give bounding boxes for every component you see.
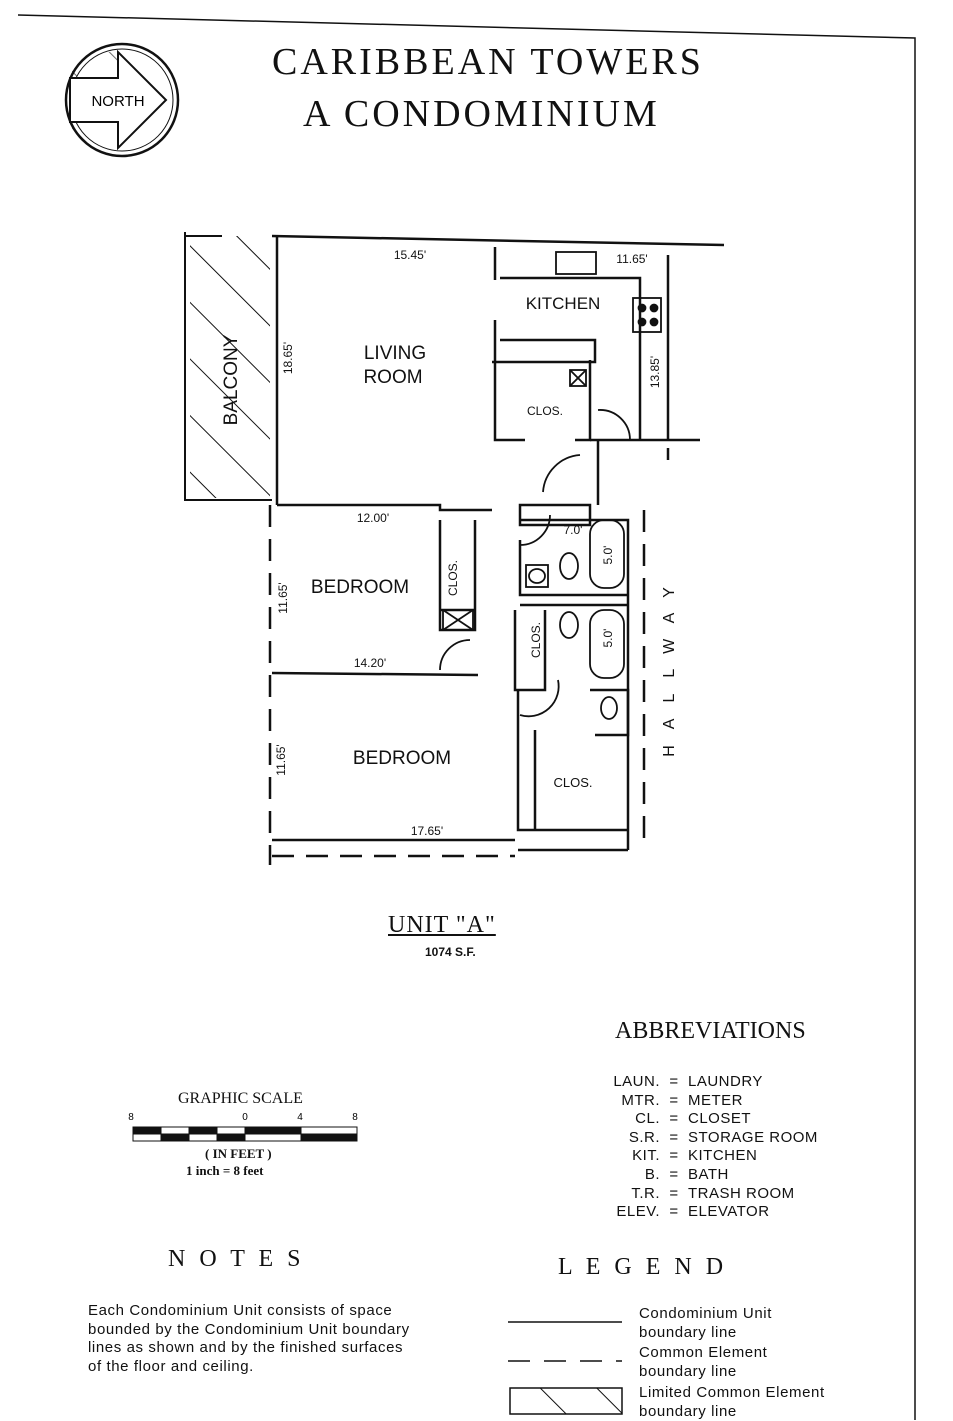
abbr: S.R. xyxy=(628,1128,660,1146)
balcony-label: BALCONY xyxy=(221,334,242,425)
dim-tub-2: 5.0' xyxy=(601,629,615,648)
abbreviations-list: LAUN.=LAUNDRY MTR.=METER CL.=CLOSET S.R.… xyxy=(600,1073,818,1222)
dim-bed1-top: 12.00' xyxy=(357,511,389,525)
dim-bed2-depth: 11.65' xyxy=(274,744,288,775)
dim-kitchen-depth: 13.85' xyxy=(648,356,662,388)
legend-common-element: Common Element boundary line xyxy=(639,1344,768,1380)
scale-tick: 8 xyxy=(352,1112,358,1123)
scale-tick: 0 xyxy=(242,1112,248,1123)
legend-title: L E G E N D xyxy=(558,1254,728,1280)
unit-area: 1074 S.F. xyxy=(425,945,476,959)
hatched-symbol xyxy=(509,1387,623,1415)
abbreviation-item: MTR.=METER xyxy=(600,1092,818,1111)
meaning: STORAGE ROOM xyxy=(688,1128,818,1146)
graphic-scale-title: GRAPHIC SCALE xyxy=(178,1090,303,1107)
meaning: CLOSET xyxy=(688,1110,752,1128)
abbr: ELEV. xyxy=(616,1203,660,1221)
abbreviation-item: T.R.=TRASH ROOM xyxy=(600,1185,818,1204)
meaning: ELEVATOR xyxy=(688,1203,770,1221)
notes-title: N O T E S xyxy=(168,1246,305,1272)
legend-symbols xyxy=(508,1321,623,1415)
meaning: KITCHEN xyxy=(688,1147,758,1165)
page-border xyxy=(17,14,916,1420)
scale-units: ( IN FEET ) xyxy=(205,1146,272,1161)
dim-bed1-bottom: 14.20' xyxy=(354,656,386,670)
title-line-1: CARIBBEAN TOWERS xyxy=(272,41,704,83)
dim-bed2-bottom: 17.65' xyxy=(411,824,443,838)
bedroom-2-closet-label: CLOS. xyxy=(553,775,592,790)
fixtures xyxy=(439,251,662,720)
legend-unit-boundary: Condominium Unit boundary line xyxy=(639,1305,772,1341)
north-arrow-icon: NORTH xyxy=(64,42,180,158)
dim-kitchen-width: 11.65' xyxy=(616,252,647,266)
hall-closet-label: CLOS. xyxy=(529,622,543,658)
common-element-lines xyxy=(268,448,670,865)
kitchen-label: KITCHEN xyxy=(526,294,601,313)
abbreviations-title: ABBREVIATIONS xyxy=(615,1018,806,1044)
bedroom-1-label: BEDROOM xyxy=(311,577,409,598)
scale-tick: 8 xyxy=(128,1112,134,1123)
dim-tub-1: 5.0' xyxy=(601,546,615,565)
abbr: T.R. xyxy=(631,1184,660,1202)
abbreviation-item: KIT.=KITCHEN xyxy=(600,1147,818,1166)
balcony-area xyxy=(184,232,272,501)
dim-living-depth: 18.65' xyxy=(281,342,295,374)
bedroom-2-label: BEDROOM xyxy=(353,748,451,769)
meaning: BATH xyxy=(688,1165,729,1183)
abbreviation-item: B.=BATH xyxy=(600,1166,818,1185)
walls xyxy=(271,234,725,852)
abbreviation-item: ELEV.=ELEVATOR xyxy=(600,1203,818,1222)
title-line-2: A CONDOMINIUM xyxy=(303,93,660,135)
dim-bed1-depth: 11.65' xyxy=(276,582,290,613)
living-room-label: LIVING xyxy=(364,343,426,364)
abbr: B. xyxy=(644,1165,660,1183)
meaning: TRASH ROOM xyxy=(688,1184,795,1202)
meaning: LAUNDRY xyxy=(688,1073,763,1090)
graphic-scale-bar xyxy=(132,1126,358,1142)
kitchen-closet-label: CLOS. xyxy=(527,404,563,418)
bedroom-1-closet-label: CLOS. xyxy=(446,560,460,596)
dim-living-width: 15.45' xyxy=(394,248,426,262)
north-label: NORTH xyxy=(91,93,144,110)
unit-name: UNIT "A" xyxy=(388,912,496,938)
abbr: CL. xyxy=(635,1110,660,1128)
abbreviation-item: S.R.=STORAGE ROOM xyxy=(600,1129,818,1148)
abbr: LAUN. xyxy=(613,1073,660,1090)
living-room-label-2: ROOM xyxy=(363,367,422,388)
hallway-label: HALLWAY xyxy=(661,571,678,757)
notes-text: Each Condominium Unit consists of space … xyxy=(88,1302,410,1375)
abbr: KIT. xyxy=(632,1147,660,1165)
dim-bath-width: 7.0' xyxy=(564,523,583,537)
scale-ratio: 1 inch = 8 feet xyxy=(186,1163,264,1178)
abbreviation-item: CL.=CLOSET xyxy=(600,1110,818,1129)
scale-tick: 4 xyxy=(297,1112,303,1123)
abbreviation-item: LAUN.=LAUNDRY xyxy=(600,1073,818,1092)
abbr: MTR. xyxy=(621,1091,660,1109)
legend-limited-common-element: Limited Common Element boundary line xyxy=(639,1384,825,1420)
meaning: METER xyxy=(688,1091,743,1109)
